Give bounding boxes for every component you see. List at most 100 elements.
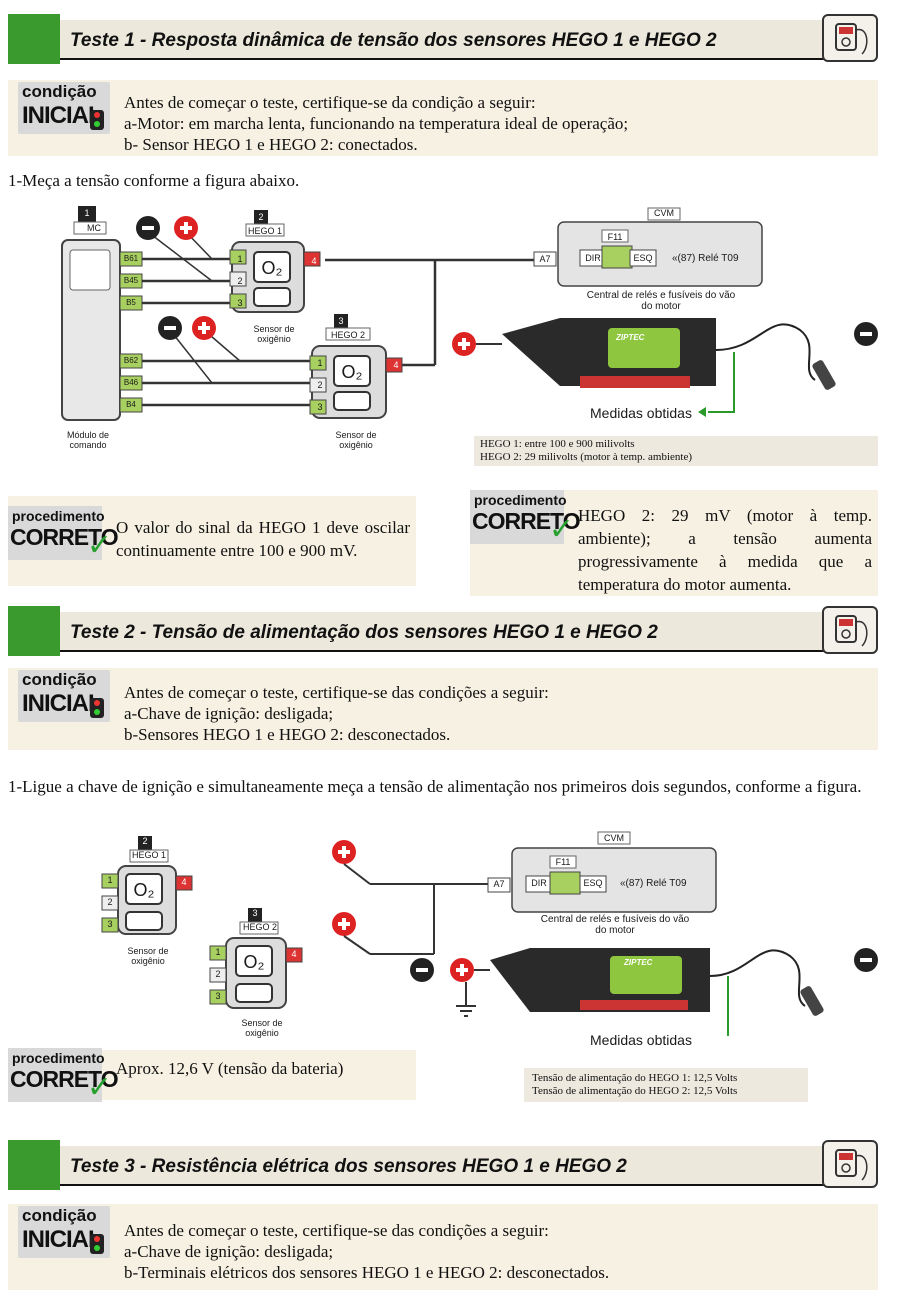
module-caption: Módulo de comando (66, 430, 110, 450)
badge-line1: condição (22, 670, 97, 689)
hego2-label: HEGO 2 (242, 922, 277, 932)
test2-step: 1-Ligue a chave de ignição e simultaneam… (8, 777, 862, 796)
test1-proc-right-text: HEGO 2: 29 mV (motor à temp. ambiente); … (578, 506, 872, 594)
test2-title: Teste 2 - Tensão de alimentação dos sens… (70, 622, 658, 643)
condition-line: b-Terminais elétricos dos sensores HEGO … (124, 1263, 610, 1282)
sensor-caption: Sensor de oxigênio (127, 946, 169, 966)
sensor-caption: Sensor de oxigênio (335, 430, 377, 450)
hego1-label: HEGO 1 (131, 850, 166, 860)
badge-line2: CORRETO (472, 508, 581, 534)
meter-brand: ZIPTEC (624, 958, 653, 967)
condition-badge: condição INICIAL (18, 670, 110, 722)
esq-label: ESQ (633, 253, 653, 263)
hego2-number: 3 (252, 908, 258, 918)
check-icon: ✓ (548, 513, 574, 546)
badge-line1: condição (22, 1206, 97, 1225)
test2-condition: condição INICIAL Antes de começar o test… (8, 668, 878, 750)
pin-label: B45 (123, 276, 139, 285)
pin-label: 2 (237, 276, 243, 286)
traffic-light-icon (90, 698, 104, 718)
pin-label: B4 (126, 400, 136, 409)
relay-label: «(87) Relé T09 (672, 253, 739, 264)
condition-line: a-Chave de ignição: desligada; (124, 704, 334, 723)
check-icon: ✓ (86, 1071, 112, 1104)
pin-label: B62 (123, 356, 139, 365)
condition-line: b- Sensor HEGO 1 e HEGO 2: conectados. (124, 135, 418, 154)
condition-text: Antes de começar o teste, certifique-se … (124, 1220, 609, 1283)
test3-condition: condição INICIAL Antes de começar o test… (8, 1204, 878, 1290)
central-caption: Central de relés e fusíveis do vão do mo… (586, 290, 736, 312)
title-bar (60, 1146, 828, 1186)
condition-text: Antes de começar o teste, certifique-se … (124, 682, 549, 745)
test1-wiring-diagram (61, 206, 878, 421)
mc-label: MC (87, 223, 101, 233)
o2-label: O₂ (341, 362, 363, 382)
fuse-label: F11 (607, 232, 623, 242)
pin-label: 4 (311, 256, 317, 266)
a7-label: A7 (493, 879, 505, 889)
cvm-label: CVM (604, 833, 624, 843)
o2-label: O₂ (243, 952, 265, 972)
condition-line: Antes de começar o teste, certifique-se … (124, 93, 536, 112)
measure-line: HEGO 1: entre 100 e 900 milivolts (480, 438, 635, 450)
pin-label: 1 (215, 947, 221, 957)
pin-label: 3 (237, 298, 243, 308)
section-marker (8, 14, 60, 64)
pin-label: 2 (107, 897, 113, 907)
procedure-badge: procedimento CORRETO ✓ (8, 506, 119, 562)
badge-line1: condição (22, 82, 97, 101)
badge-line2: INICIAL (22, 690, 103, 717)
hego2-label: HEGO 2 (330, 330, 365, 340)
badge-line2: CORRETO (10, 1066, 119, 1092)
section-marker (8, 1140, 60, 1190)
dir-label: DIR (585, 253, 601, 263)
test1-title: Teste 1 - Resposta dinâmica de tensão do… (70, 30, 717, 51)
measures-label: Medidas obtidas (590, 405, 692, 421)
meter-brand: ZIPTEC (616, 333, 645, 342)
measure-line: HEGO 2: 29 milivolts (motor à temp. ambi… (480, 451, 693, 463)
procedure-badge: procedimento CORRETO ✓ (8, 1048, 119, 1104)
test3-header: Teste 3 - Resistência elétrica dos senso… (8, 1140, 878, 1190)
measure-line: Tensão de alimentação do HEGO 2: 12,5 Vo… (532, 1085, 738, 1097)
hego2-number: 3 (338, 316, 344, 326)
condition-text: Antes de começar o teste, certifique-se … (124, 92, 628, 155)
pin-label: 2 (317, 380, 323, 390)
pin-label: 2 (215, 969, 221, 979)
sensor-caption: Sensor de oxigênio (241, 1018, 283, 1038)
condition-line: a-Chave de ignição: desligada; (124, 1242, 334, 1261)
mc-number: 1 (84, 208, 90, 218)
condition-line: Antes de começar o teste, certifique-se … (124, 1221, 549, 1240)
badge-line1: procedimento (12, 508, 105, 524)
pin-label: B5 (126, 298, 136, 307)
o2-label: O₂ (261, 258, 283, 278)
test2-measures: Tensão de alimentação do HEGO 1: 12,5 Vo… (524, 1068, 808, 1102)
condition-badge: condição INICIAL (18, 82, 110, 134)
pin-label: 4 (291, 949, 297, 959)
pin-label: 3 (317, 402, 323, 412)
badge-line2: CORRETO (10, 524, 119, 550)
pin-label: 4 (181, 877, 187, 887)
title-bar (60, 20, 828, 60)
pin-label: 1 (107, 875, 113, 885)
check-icon: ✓ (86, 529, 112, 562)
pin-label: 4 (393, 360, 399, 370)
test1-step: 1-Meça a tensão conforme a figura abaixo… (8, 171, 300, 190)
central-caption: Central de relés e fusíveis do vão do mo… (540, 914, 690, 936)
condition-line: a-Motor: em marcha lenta, funcionando na… (124, 114, 629, 133)
o2-label: O₂ (133, 880, 155, 900)
multimeter-icon (822, 606, 878, 654)
multimeter-icon (822, 1140, 878, 1188)
multimeter-icon (822, 14, 878, 62)
pin-label: 1 (237, 254, 243, 264)
pin-label: 1 (317, 358, 323, 368)
test1-header: Teste 1 - Resposta dinâmica de tensão do… (8, 14, 878, 64)
test1-measures: HEGO 1: entre 100 e 900 milivolts HEGO 2… (474, 436, 878, 466)
test2-proc-text: Aprox. 12,6 V (tensão da bateria) (116, 1059, 344, 1078)
test2-wiring-diagram (101, 831, 878, 1036)
condition-line: b-Sensores HEGO 1 e HEGO 2: desconectado… (124, 725, 451, 744)
section-marker (8, 606, 60, 656)
badge-line2: INICIAL (22, 1226, 103, 1253)
badge-line1: procedimento (474, 492, 567, 508)
badge-line1: procedimento (12, 1050, 105, 1066)
dir-label: DIR (531, 878, 547, 888)
